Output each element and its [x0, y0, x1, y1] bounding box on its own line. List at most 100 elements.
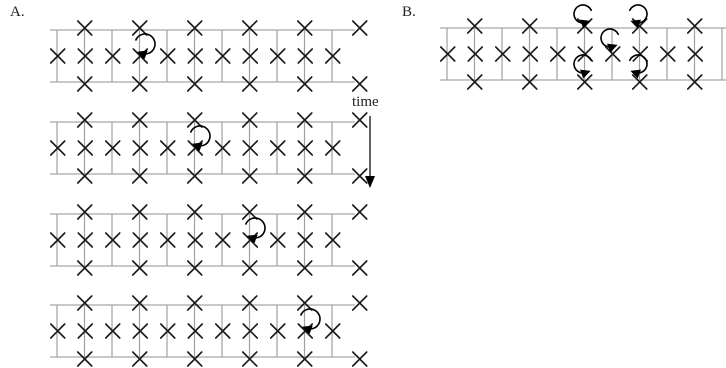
- cross-icon: [296, 295, 313, 311]
- cross-icon: [324, 48, 341, 64]
- cross-icon: [76, 260, 93, 276]
- cross-icon: [297, 140, 314, 156]
- cross-icon: [131, 295, 148, 311]
- cross-icon: [159, 232, 176, 248]
- cross-icon: [214, 323, 231, 339]
- cross-icon: [49, 48, 66, 64]
- cross-icon: [296, 76, 313, 92]
- cross-icon: [297, 48, 314, 64]
- cross-icon: [297, 232, 314, 248]
- cross-icon: [296, 20, 313, 36]
- cross-icon: [241, 168, 258, 184]
- cross-icon: [76, 168, 93, 184]
- cross-icon: [241, 260, 258, 276]
- cross-icon: [351, 168, 368, 184]
- cross-icon: [131, 112, 148, 128]
- cross-icon: [241, 204, 258, 220]
- cross-icon: [241, 76, 258, 92]
- cross-icon: [241, 351, 258, 367]
- cross-icon: [131, 76, 148, 92]
- cross-icon: [132, 140, 149, 156]
- rotation-arrow-icon: [573, 54, 593, 79]
- time-label: time: [352, 94, 379, 110]
- cross-icon: [522, 46, 539, 62]
- cross-icon: [76, 351, 93, 367]
- cross-icon: [186, 260, 203, 276]
- cross-icon: [77, 232, 94, 248]
- cross-icon: [687, 46, 704, 62]
- cross-icon: [77, 48, 94, 64]
- cross-icon: [269, 48, 286, 64]
- cross-icon: [77, 140, 94, 156]
- cross-icon: [466, 74, 483, 90]
- cross-icon: [159, 323, 176, 339]
- rotation-arrow-icon: [244, 217, 266, 244]
- cross-icon: [439, 46, 456, 62]
- cross-icon: [241, 295, 258, 311]
- time-arrow-icon: [365, 116, 375, 188]
- cross-icon: [297, 323, 314, 339]
- panel-a-label: A.: [10, 4, 25, 20]
- cross-icon: [76, 20, 93, 36]
- cross-icon: [296, 112, 313, 128]
- cross-icon: [242, 140, 259, 156]
- cross-icon: [296, 260, 313, 276]
- cross-icon: [159, 48, 176, 64]
- cross-icon: [186, 295, 203, 311]
- cross-icon: [659, 46, 676, 62]
- cross-icon: [466, 18, 483, 34]
- cross-icon: [159, 140, 176, 156]
- cross-icon: [269, 232, 286, 248]
- cross-icon: [186, 112, 203, 128]
- cross-icon: [131, 204, 148, 220]
- ladder-step-4: [49, 295, 368, 367]
- cross-icon: [186, 20, 203, 36]
- cross-icon: [132, 323, 149, 339]
- cross-icon: [351, 351, 368, 367]
- cross-icon: [242, 48, 259, 64]
- cross-icon: [49, 140, 66, 156]
- cross-icon: [187, 323, 204, 339]
- rotation-arrow-icon: [134, 33, 156, 60]
- ladder-step-3: [49, 204, 368, 276]
- cross-icon: [296, 351, 313, 367]
- cross-icon: [604, 46, 621, 62]
- cross-icon: [186, 168, 203, 184]
- cross-icon: [351, 295, 368, 311]
- rotation-arrow-icon: [628, 4, 648, 29]
- cross-icon: [242, 232, 259, 248]
- cross-icon: [242, 323, 259, 339]
- cross-icon: [76, 295, 93, 311]
- cross-icon: [76, 204, 93, 220]
- cross-icon: [324, 140, 341, 156]
- cross-icon: [131, 260, 148, 276]
- rotation-arrow-icon: [189, 125, 211, 152]
- cross-icon: [132, 232, 149, 248]
- cross-icon: [131, 351, 148, 367]
- cross-icon: [214, 140, 231, 156]
- cross-icon: [686, 18, 703, 34]
- cross-icon: [187, 232, 204, 248]
- cross-icon: [186, 351, 203, 367]
- cross-icon: [104, 140, 121, 156]
- cross-icon: [186, 204, 203, 220]
- rotation-arrow-icon: [299, 308, 321, 335]
- cross-icon: [549, 46, 566, 62]
- cross-icon: [494, 46, 511, 62]
- panel-b-ladder: [439, 4, 726, 90]
- cross-icon: [351, 76, 368, 92]
- cross-icon: [104, 323, 121, 339]
- cross-icon: [241, 112, 258, 128]
- ladder-step-1: [49, 20, 368, 92]
- cross-icon: [241, 20, 258, 36]
- cross-icon: [187, 48, 204, 64]
- cross-icon: [351, 204, 368, 220]
- cross-icon: [49, 323, 66, 339]
- cross-icon: [77, 323, 94, 339]
- cross-icon: [324, 232, 341, 248]
- cross-icon: [49, 232, 66, 248]
- cross-icon: [296, 168, 313, 184]
- cross-icon: [104, 48, 121, 64]
- rotation-arrow-icon: [573, 4, 593, 29]
